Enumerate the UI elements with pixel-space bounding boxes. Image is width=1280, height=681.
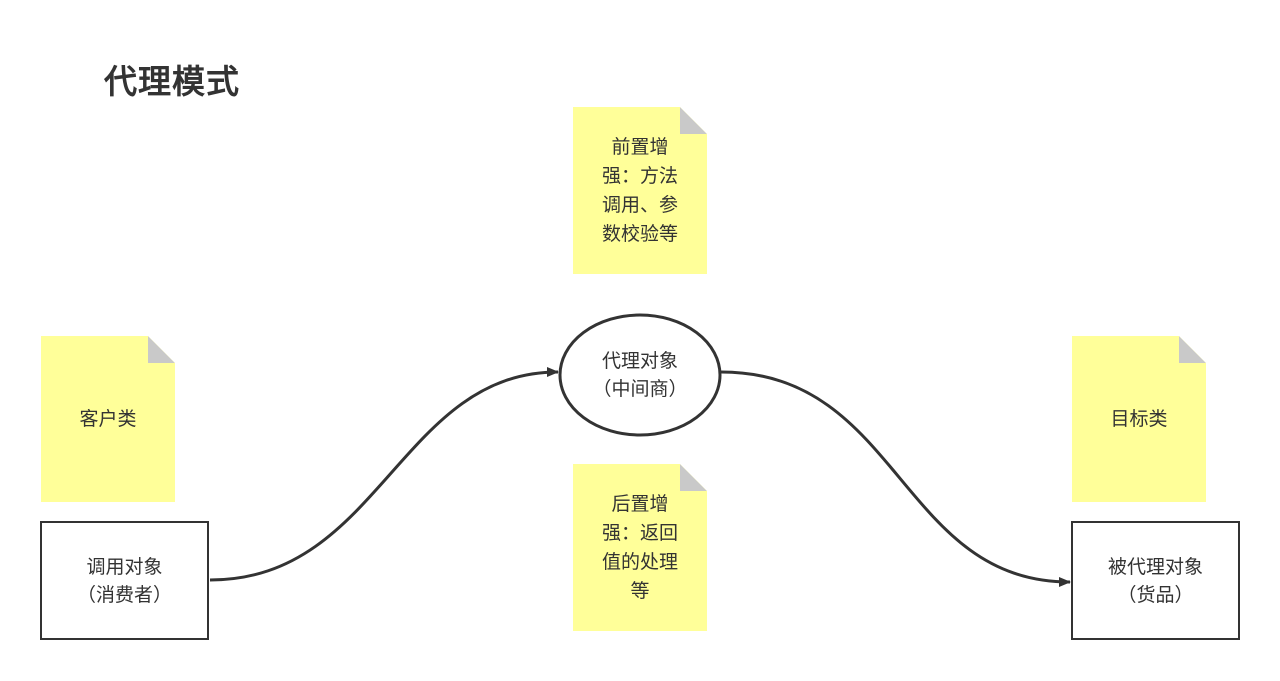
proxied-object-label: 被代理对象: [1107, 555, 1203, 578]
note-pre-enhance-text: 前置增强：方法调用、参数校验等: [601, 135, 678, 245]
connector-proxy-to-proxied: [720, 370, 1071, 587]
note-pre-enhance: 前置增强：方法调用、参数校验等: [573, 107, 707, 274]
caller-object-sublabel: （消费者）: [76, 583, 172, 606]
note-target-class: 目标类: [1072, 336, 1206, 502]
caller-object-label: 调用对象: [86, 555, 163, 578]
page-title: 代理模式: [104, 62, 240, 101]
note-post-enhance-text: 后置增强：返回值的处理等: [601, 492, 678, 602]
proxy-ellipse: [558, 313, 722, 437]
proxied-object-box: 被代理对象 （货品）: [1071, 521, 1240, 640]
note-client-class: 客户类: [41, 336, 175, 502]
proxy-object-sublabel: （中间商）: [592, 378, 688, 400]
connector-caller-to-proxy: [209, 367, 559, 582]
note-target-class-text: 目标类: [1110, 407, 1168, 430]
proxy-object-label: 代理对象: [601, 350, 678, 372]
proxied-object-sublabel: （货品）: [1117, 583, 1194, 606]
note-post-enhance: 后置增强：返回值的处理等: [573, 464, 707, 631]
proxy-object-text: 代理对象 （中间商）: [560, 315, 720, 435]
note-client-class-text: 客户类: [79, 407, 137, 430]
caller-object-box: 调用对象 （消费者）: [40, 521, 209, 640]
